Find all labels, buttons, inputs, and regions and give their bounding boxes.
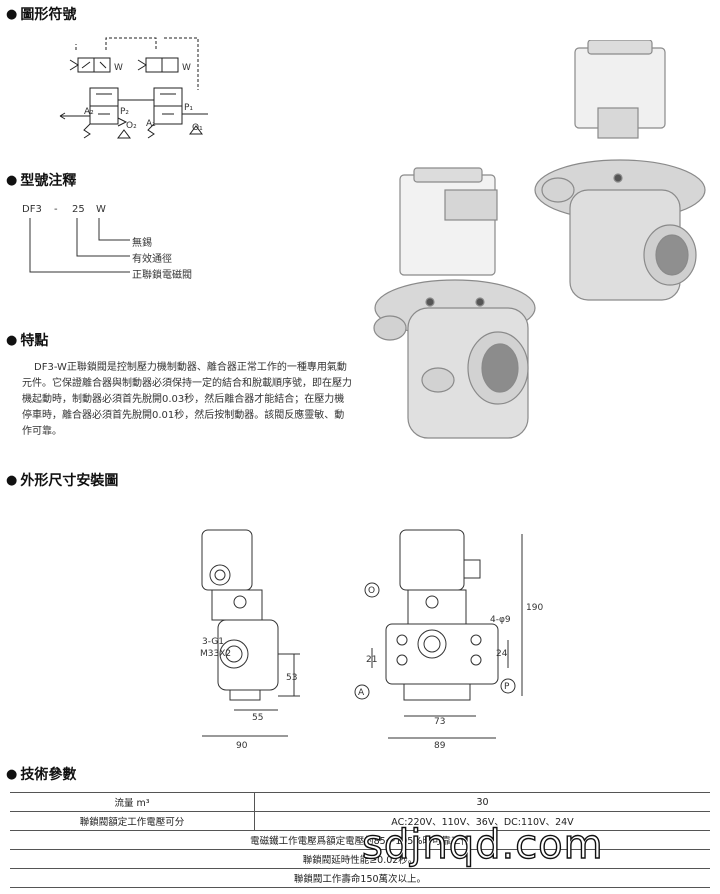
spec-table: 流量 m³ 30 聯鎖閥額定工作電壓可分 AC:220V、110V、36V、DC… <box>10 792 710 888</box>
watermark-text: sdjnqd.com <box>361 821 604 868</box>
spec-note: 聯鎖閥延時性能≥0.02秒。 <box>10 849 710 869</box>
bullet-icon: ● <box>6 766 18 782</box>
table-row: 聯鎖閥工作壽命150萬次以上。 <box>10 868 710 888</box>
dim-55: 55 <box>252 713 263 723</box>
section-title: 特點 <box>20 333 49 349</box>
dim-21: 21 <box>366 655 377 665</box>
table-row: 電磁鐵工作電壓爲額定電壓的85～105%時可靠工作 <box>10 830 710 850</box>
label-o1: O₁ <box>192 123 203 133</box>
spec-note: 電磁鐵工作電壓爲額定電壓的85～105%時可靠工作 <box>10 830 710 850</box>
mark-o: O <box>368 586 375 596</box>
section-heading-dimensions: ● 外形尺寸安裝圖 <box>6 470 118 490</box>
model-size: 25 <box>72 204 85 215</box>
spec-label: 聯鎖閥額定工作電壓可分 <box>10 811 255 831</box>
model-code-annotation: DF3 - 25 W 無錫 有效通徑 正聯鎖電磁閥 <box>22 204 272 284</box>
dim-73: 73 <box>434 717 445 727</box>
dim-holes: 4-φ9 <box>490 615 511 625</box>
label-a2: A₂ <box>84 107 94 117</box>
dim-g-thread: 3-G1 <box>202 637 224 647</box>
model-note-2: 有效通徑 <box>132 254 172 265</box>
mark-a: A <box>358 688 365 698</box>
section-title: 外形尺寸安裝圖 <box>20 473 119 489</box>
section-heading-specs: ● 技術參數 <box>6 764 76 784</box>
label-p2: P₂ <box>120 107 129 117</box>
label-w2: W <box>182 63 191 73</box>
bullet-icon: ● <box>6 172 18 188</box>
model-leader-lines <box>29 218 130 273</box>
spec-note: 聯鎖閥工作壽命150萬次以上。 <box>10 868 710 888</box>
dim-53: 53 <box>286 673 297 683</box>
label-p1: P₁ <box>184 103 193 113</box>
dim-89: 89 <box>434 741 446 750</box>
bullet-icon: ● <box>6 332 18 348</box>
section-title: 型號注釋 <box>20 173 77 189</box>
table-row: 流量 m³ 30 <box>10 792 710 812</box>
model-note-1: 無錫 <box>132 238 152 249</box>
table-row: 聯鎖閥額定工作電壓可分 AC:220V、110V、36V、DC:110V、24V <box>10 811 710 831</box>
mark-p: P <box>504 682 510 692</box>
model-note-3: 正聯鎖電磁閥 <box>132 270 192 281</box>
dim-m-thread: M33X2 <box>200 649 231 659</box>
pneumatic-symbol-diagram: W W A₂ P₂ O₂ A₁ P₁ O₁ <box>59 37 208 139</box>
section-title: 圖形符號 <box>20 7 77 23</box>
label-o2: O₂ <box>126 121 137 131</box>
spec-value: 30 <box>254 792 710 812</box>
section-heading-symbol: ● 圖形符號 <box>6 4 76 24</box>
dim-190: 190 <box>526 603 543 613</box>
dim-24: 24 <box>496 649 508 659</box>
dim-90: 90 <box>236 741 248 750</box>
table-row: 聯鎖閥延時性能≥0.02秒。 <box>10 849 710 869</box>
spec-label: 流量 m³ <box>10 792 255 812</box>
model-suffix: W <box>96 204 106 215</box>
model-prefix: DF3 <box>22 204 42 215</box>
model-dash: - <box>54 204 58 215</box>
label-a1: A₁ <box>146 119 156 129</box>
valve-product-photo <box>373 40 706 439</box>
section-title: 技術參數 <box>20 767 77 783</box>
dimension-drawing: 3-G1 M33X2 53 55 90 O A P 4-φ9 190 21 24… <box>200 529 543 750</box>
bullet-icon: ● <box>6 6 18 22</box>
bullet-icon: ● <box>6 472 18 488</box>
section-heading-model: ● 型號注釋 <box>6 170 76 190</box>
section-heading-features: ● 特點 <box>6 330 48 350</box>
label-w1: W <box>114 63 123 73</box>
features-paragraph: DF3-W正聯鎖閥是控制壓力機制動器、離合器正常工作的一種專用氣動元件。它保證離… <box>22 362 352 437</box>
